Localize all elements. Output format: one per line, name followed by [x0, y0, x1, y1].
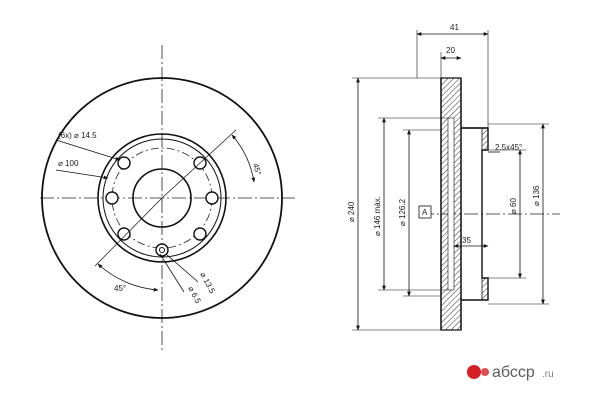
bolt-hole: [105, 191, 119, 205]
bolt-hole: [193, 227, 207, 241]
label-center-bore: ⌀ 60: [509, 198, 518, 214]
label-total-width: 41: [450, 23, 459, 32]
circle-bubbles-icon: [467, 365, 489, 379]
label-small-hole: ⌀ 13.5: [198, 271, 217, 296]
hat-outer-edge: [97, 133, 227, 263]
angle-arc-top: [231, 134, 256, 183]
label-disc-thickness: 20: [446, 46, 455, 55]
leader-small-hole: [165, 253, 199, 283]
hat-hatch-top: [481, 127, 489, 151]
leader-hole-diameter: [55, 139, 121, 161]
label-pin-hole: ⌀ 6.5: [186, 285, 203, 306]
label-hat-diameter: ⌀ 126.2: [398, 198, 407, 226]
logo-name: абсср: [492, 364, 535, 381]
label-bolt-circle: ⌀ 100: [58, 159, 79, 168]
bolt-hole: [205, 191, 219, 205]
hat-hatch-bottom: [481, 277, 489, 301]
label-hole-diameter: (6x) ⌀ 14.5: [58, 131, 97, 140]
angle-extension-top: [161, 129, 237, 199]
label-hub-height: 35: [462, 236, 471, 245]
label-angle-top: 45°: [251, 162, 263, 176]
side-view: 41 20 ⌀ 240 ⌀ 146 máx. ⌀ 126.2 A 2.5x45°…: [347, 23, 560, 331]
center-bore: [132, 168, 192, 228]
logo-tld: .ru: [542, 369, 554, 380]
leader-bolt-circle: [55, 169, 109, 180]
disc-outer-edge: [41, 77, 283, 319]
vent-channel: [447, 117, 455, 291]
label-hub-diameter: ⌀ 136: [532, 185, 541, 206]
bolt-hole: [117, 156, 131, 170]
locating-hole-inner: [159, 247, 165, 253]
label-outer-diameter: ⌀ 240: [347, 201, 356, 222]
label-chamfer: 2.5x45°: [495, 143, 522, 152]
bolt-hole: [117, 227, 131, 241]
label-angle-bottom: 45°: [114, 284, 126, 293]
front-view: (6x) ⌀ 14.5 ⌀ 100 45° 45° ⌀ 13.5 ⌀ 6.5: [40, 45, 295, 350]
logo: абсср .ru: [467, 364, 554, 381]
label-max-diameter: ⌀ 146 máx.: [373, 196, 382, 236]
angle-arc-bottom: [97, 263, 159, 292]
angle-extension-bottom: [94, 197, 163, 267]
datum-box: [418, 205, 432, 219]
leader-pin-hole: [159, 253, 185, 293]
label-datum: A: [422, 208, 428, 217]
